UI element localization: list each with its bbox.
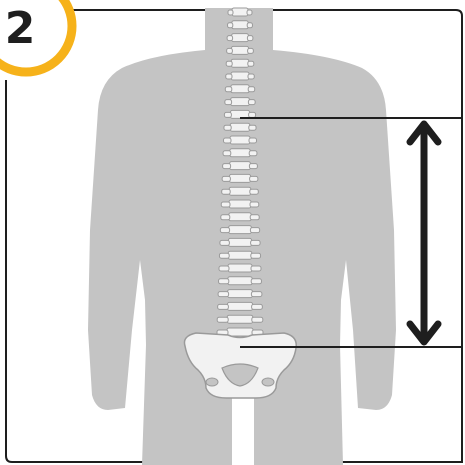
vertebra-process [247,36,253,41]
vertebra-process [220,240,230,245]
vertebra-process [220,228,229,233]
vertebra-process [252,317,263,322]
vertebra-process [218,292,229,297]
vertebra-process [225,100,232,105]
vertebra [229,213,251,221]
vertebra-process [251,279,261,284]
vertebra-process [250,202,259,207]
vertebra [228,251,252,259]
vertebra [228,238,251,246]
vertebra-process [248,61,254,66]
vertebra-process [248,87,255,92]
vertebra-process [247,10,252,15]
vertebra [231,59,249,67]
vertebra-process [218,304,229,309]
vertebra [231,72,249,80]
vertebra [230,162,251,170]
step-badge: 2 [0,0,72,72]
step-number: 2 [5,3,36,54]
vertebra-process [226,74,232,79]
vertebra-process [249,112,256,117]
vertebra-process [250,228,259,233]
vertebra-process [250,176,258,181]
vertebra [232,34,249,42]
vertebra-process [250,189,258,194]
vertebra-process [251,240,261,245]
vertebra-process [248,48,254,53]
vertebra-process [228,10,233,15]
vertebra-process [249,125,256,130]
vertebra [231,46,248,54]
vertebra [232,21,248,29]
vertebra-process [224,125,231,130]
vertebra [230,123,250,131]
vertebra-process [252,304,263,309]
vertebra-process [248,74,254,79]
leg-gap [232,398,254,465]
vertebra [229,226,252,234]
vertebra-process [249,151,257,156]
vertebra [227,328,253,336]
vertebra [230,149,250,157]
vertebra [228,277,252,285]
vertebra-process [223,164,231,169]
vertebra [230,136,250,144]
vertebra [228,290,253,298]
vertebra-process [228,23,233,28]
vertebra [232,8,248,16]
vertebra [228,264,252,272]
vertebra-process [251,266,261,271]
vertebra-process [225,87,232,92]
vertebra-process [251,292,262,297]
vertebra-process [219,279,229,284]
vertebra-process [219,253,229,258]
vertebra-process [250,215,259,220]
vertebra [229,200,251,208]
double-arrow-icon [410,124,438,342]
vertebra [227,302,252,310]
vertebra [229,187,251,195]
vertebra-process [221,202,230,207]
vertebra [231,98,250,106]
vertebra-process [227,36,233,41]
vertebra [231,85,249,93]
vertebra-process [227,48,233,53]
vertebra-process [249,138,257,143]
vertebra-process [247,23,252,28]
vertebra-process [223,151,231,156]
vertebra [229,174,250,182]
vertebra-process [249,164,257,169]
vertebra-process [224,138,232,143]
vertebra-process [222,176,230,181]
vertebra-process [217,317,228,322]
vertebra-process [226,61,232,66]
vertebra-process [222,189,231,194]
vertebra-process [251,253,261,258]
vertebra-process [221,215,230,220]
vertebra [227,315,253,323]
vertebra-process [224,112,231,117]
vertebra-process [219,266,229,271]
vertebra-process [248,100,255,105]
